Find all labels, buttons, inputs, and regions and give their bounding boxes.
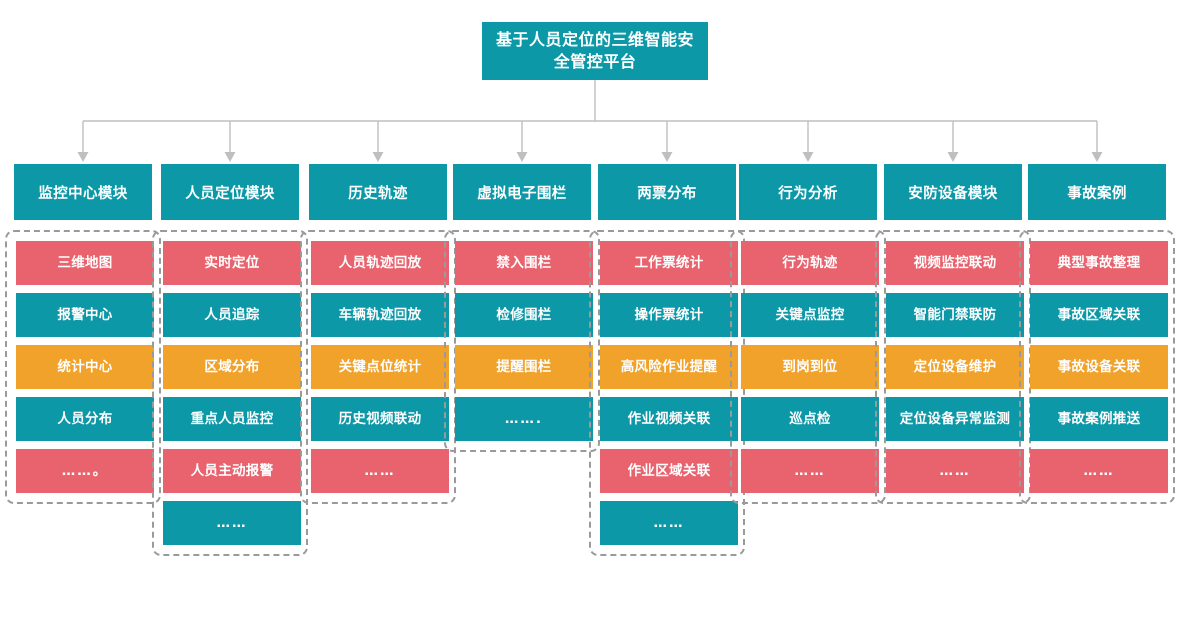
module-column: 事故案例典型事故整理事故区域关联事故设备关联事故案例推送 ……: [1019, 164, 1175, 504]
module-item[interactable]: 报警中心: [16, 293, 154, 337]
module-item[interactable]: 人员分布: [16, 397, 154, 441]
module-column: 历史轨迹人员轨迹回放车辆轨迹回放关键点位统计历史视频联动 ……: [300, 164, 456, 504]
module-item[interactable]: 定位设备维护: [886, 345, 1024, 389]
module-items-group: 视频监控联动智能门禁联防定位设备维护定位设备异常监测 ……: [875, 230, 1031, 504]
module-item[interactable]: 工作票统计: [600, 241, 738, 285]
module-items-group: 行为轨迹关键点监控到岗到位巡点检 ……: [730, 230, 886, 504]
module-column: 两票分布工作票统计操作票统计高风险作业提醒作业视频关联作业区域关联 ……: [589, 164, 745, 556]
module-items-group: 典型事故整理事故区域关联事故设备关联事故案例推送 ……: [1019, 230, 1175, 504]
module-item[interactable]: 三维地图: [16, 241, 154, 285]
module-item[interactable]: 定位设备异常监测: [886, 397, 1024, 441]
module-item[interactable]: 统计中心: [16, 345, 154, 389]
module-item[interactable]: 关键点监控: [741, 293, 879, 337]
module-item[interactable]: 巡点检: [741, 397, 879, 441]
module-item[interactable]: 事故案例推送: [1030, 397, 1168, 441]
module-item[interactable]: 重点人员监控: [163, 397, 301, 441]
module-header[interactable]: 行为分析: [739, 164, 877, 220]
module-item[interactable]: 操作票统计: [600, 293, 738, 337]
module-column: 安防设备模块视频监控联动智能门禁联防定位设备维护定位设备异常监测 ……: [875, 164, 1031, 504]
module-item-more[interactable]: ……: [163, 501, 301, 545]
module-item[interactable]: 人员主动报警: [163, 449, 301, 493]
module-item[interactable]: 高风险作业提醒: [600, 345, 738, 389]
module-item-more[interactable]: …….: [455, 397, 593, 441]
module-header[interactable]: 历史轨迹: [309, 164, 447, 220]
module-item[interactable]: 智能门禁联防: [886, 293, 1024, 337]
module-header[interactable]: 安防设备模块: [884, 164, 1022, 220]
module-items-group: 工作票统计操作票统计高风险作业提醒作业视频关联作业区域关联 ……: [589, 230, 745, 556]
module-item-more[interactable]: ……: [886, 449, 1024, 493]
module-column: 虚拟电子围栏禁入围栏检修围栏提醒围栏 …….: [444, 164, 600, 452]
module-items-group: 禁入围栏检修围栏提醒围栏 …….: [444, 230, 600, 452]
module-item[interactable]: 历史视频联动: [311, 397, 449, 441]
module-item[interactable]: 作业视频关联: [600, 397, 738, 441]
module-item[interactable]: 人员追踪: [163, 293, 301, 337]
module-item[interactable]: 人员轨迹回放: [311, 241, 449, 285]
module-item[interactable]: 检修围栏: [455, 293, 593, 337]
module-header[interactable]: 事故案例: [1028, 164, 1166, 220]
module-item[interactable]: 关键点位统计: [311, 345, 449, 389]
module-items-group: 实时定位人员追踪区域分布重点人员监控人员主动报警 ……: [152, 230, 308, 556]
module-item[interactable]: 视频监控联动: [886, 241, 1024, 285]
module-items-group: 三维地图报警中心统计中心人员分布 ……。: [5, 230, 161, 504]
module-item[interactable]: 到岗到位: [741, 345, 879, 389]
module-item[interactable]: 行为轨迹: [741, 241, 879, 285]
module-column: 监控中心模块三维地图报警中心统计中心人员分布 ……。: [5, 164, 161, 504]
module-item[interactable]: 实时定位: [163, 241, 301, 285]
module-item[interactable]: 典型事故整理: [1030, 241, 1168, 285]
module-item[interactable]: 提醒围栏: [455, 345, 593, 389]
module-item[interactable]: 禁入围栏: [455, 241, 593, 285]
module-item-more[interactable]: ……: [741, 449, 879, 493]
module-item[interactable]: 区域分布: [163, 345, 301, 389]
module-header[interactable]: 两票分布: [598, 164, 736, 220]
module-items-group: 人员轨迹回放车辆轨迹回放关键点位统计历史视频联动 ……: [300, 230, 456, 504]
module-item[interactable]: 作业区域关联: [600, 449, 738, 493]
module-item[interactable]: 车辆轨迹回放: [311, 293, 449, 337]
module-header[interactable]: 监控中心模块: [14, 164, 152, 220]
module-header[interactable]: 人员定位模块: [161, 164, 299, 220]
module-item-more[interactable]: ……: [1030, 449, 1168, 493]
module-column: 行为分析行为轨迹关键点监控到岗到位巡点检 ……: [730, 164, 886, 504]
module-item[interactable]: 事故设备关联: [1030, 345, 1168, 389]
module-item-more[interactable]: ……: [311, 449, 449, 493]
module-item[interactable]: 事故区域关联: [1030, 293, 1168, 337]
module-header[interactable]: 虚拟电子围栏: [453, 164, 591, 220]
root-title-box: 基于人员定位的三维智能安全管控平台: [482, 22, 708, 80]
module-item-more[interactable]: ……。: [16, 449, 154, 493]
module-column: 人员定位模块实时定位人员追踪区域分布重点人员监控人员主动报警 ……: [152, 164, 308, 556]
module-item-more[interactable]: ……: [600, 501, 738, 545]
